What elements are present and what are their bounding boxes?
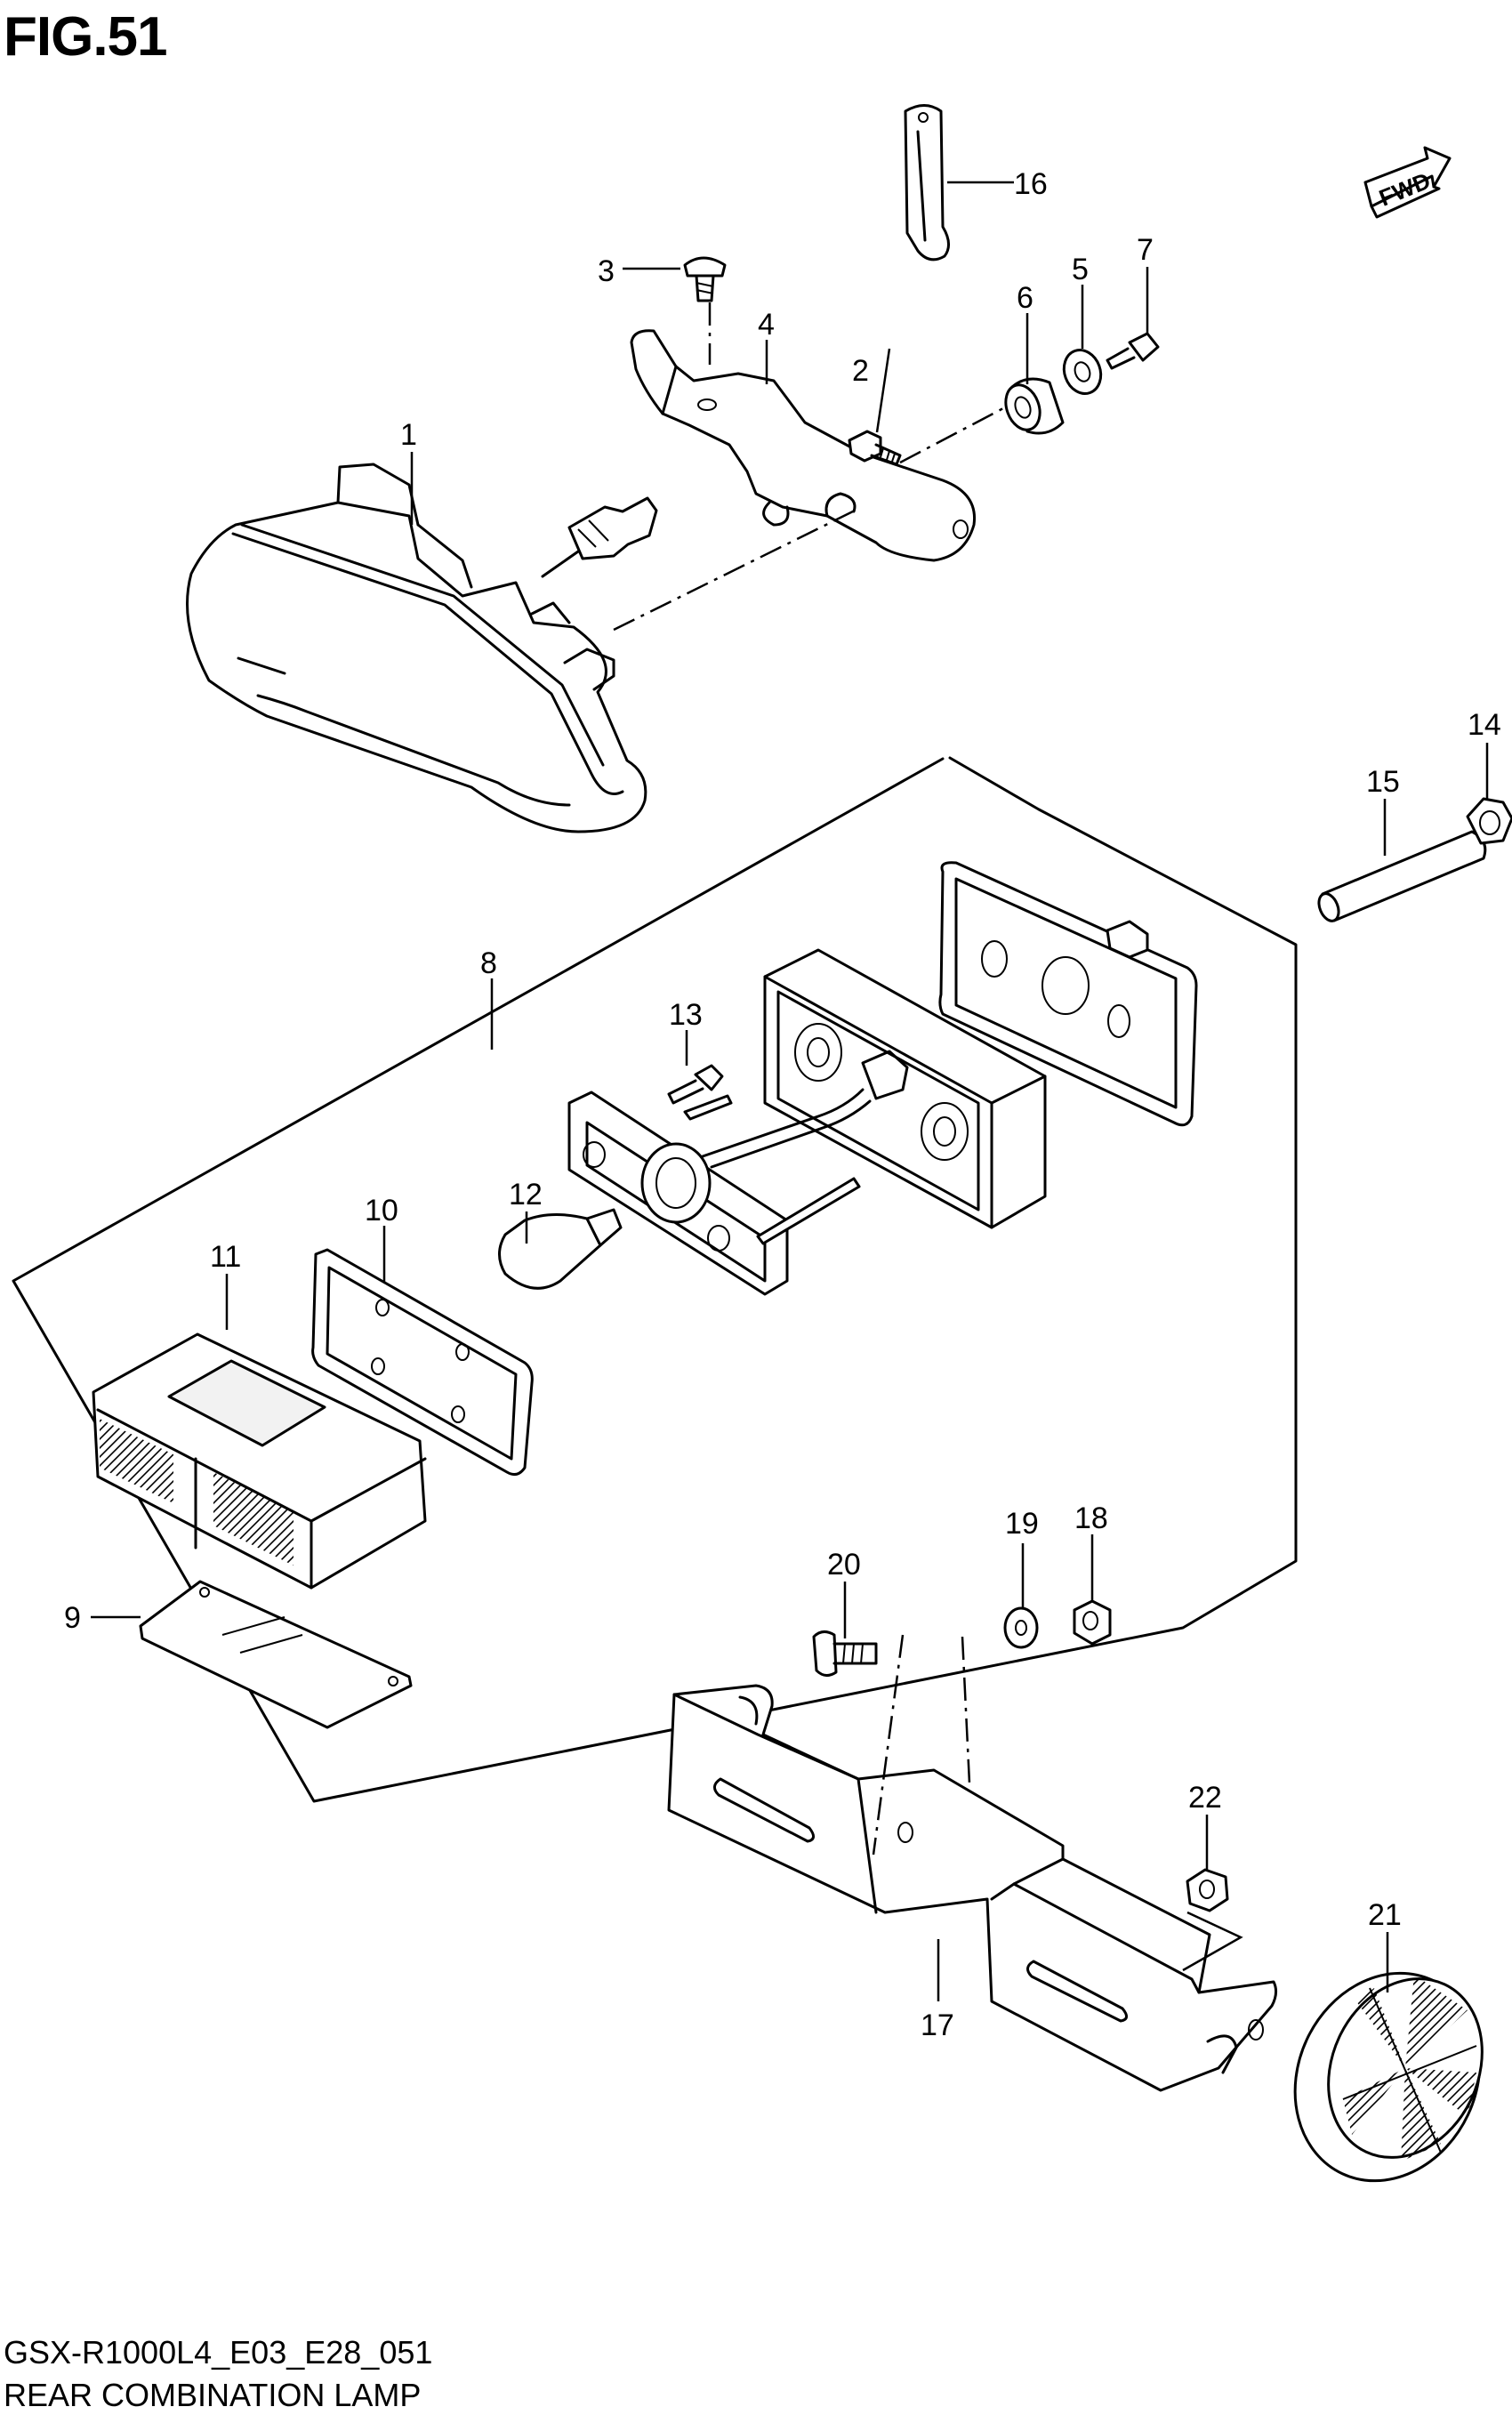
part-16-strap xyxy=(904,104,950,262)
part-9-plate xyxy=(139,1580,413,1729)
part-17-bracket xyxy=(667,1684,1278,2092)
lamp-housing xyxy=(763,948,1047,1229)
figure-name: REAR COMBINATION LAMP xyxy=(4,2377,422,2413)
callout-11: 11 xyxy=(210,1240,241,1274)
callout-12: 12 xyxy=(509,1178,543,1212)
part-11-lens xyxy=(92,1332,427,1590)
callout-1: 1 xyxy=(400,418,417,452)
callout-4: 4 xyxy=(758,308,775,342)
part-1-connector xyxy=(541,496,658,578)
callout-19: 19 xyxy=(1005,1507,1039,1541)
callout-9: 9 xyxy=(64,1601,81,1635)
callout-15: 15 xyxy=(1366,765,1400,799)
part-12-bulb xyxy=(498,1208,623,1290)
part-8-license-lamp-box xyxy=(12,756,1298,1803)
leader-lines xyxy=(91,181,1489,2001)
part-2-bolt xyxy=(848,430,902,466)
part-4-bracket xyxy=(630,329,977,562)
part-19-washer xyxy=(1003,1606,1039,1649)
figure-code: GSX-R1000L4_E03_E28_051 xyxy=(4,2334,433,2371)
part-21-reflector xyxy=(1293,1971,1484,2183)
callout-20: 20 xyxy=(827,1548,861,1582)
part-14-nut xyxy=(1466,797,1512,845)
part-13-screw xyxy=(667,1064,724,1105)
part-15-spacer xyxy=(1317,830,1487,922)
callout-3: 3 xyxy=(598,254,615,288)
part-7-screw xyxy=(1106,332,1160,370)
socket-plate xyxy=(567,1088,872,1296)
callout-numbers: 1 2 3 4 5 6 7 8 9 10 11 12 13 14 15 16 1… xyxy=(64,167,1501,2042)
part-5-washer xyxy=(1062,349,1103,395)
callout-7: 7 xyxy=(1137,233,1154,267)
callout-5: 5 xyxy=(1072,253,1089,286)
assembly-lines xyxy=(613,302,1006,1855)
part-18-nut xyxy=(1073,1599,1112,1646)
fwd-arrow-icon: FWD xyxy=(1363,146,1452,219)
callout-14: 14 xyxy=(1468,708,1501,742)
callout-8: 8 xyxy=(480,946,497,980)
callout-10: 10 xyxy=(365,1194,398,1228)
callout-17: 17 xyxy=(921,2008,954,2042)
part-10-gasket xyxy=(311,1248,534,1477)
gasket-rear xyxy=(938,861,1198,1127)
callout-2: 2 xyxy=(852,354,869,388)
part-6-grommet xyxy=(1004,377,1065,435)
part-3-screw xyxy=(683,256,727,302)
part-22-nut xyxy=(1186,1868,1229,1912)
callout-22: 22 xyxy=(1188,1781,1222,1815)
figure-title: FIG.51 xyxy=(4,6,168,68)
callout-13: 13 xyxy=(669,998,703,1032)
callout-6: 6 xyxy=(1017,281,1033,315)
part-20-screw xyxy=(812,1630,878,1677)
callout-18: 18 xyxy=(1074,1501,1108,1535)
callout-16: 16 xyxy=(1014,167,1048,201)
callout-21: 21 xyxy=(1368,1898,1402,1932)
part-1-tail-lamp xyxy=(186,463,647,833)
